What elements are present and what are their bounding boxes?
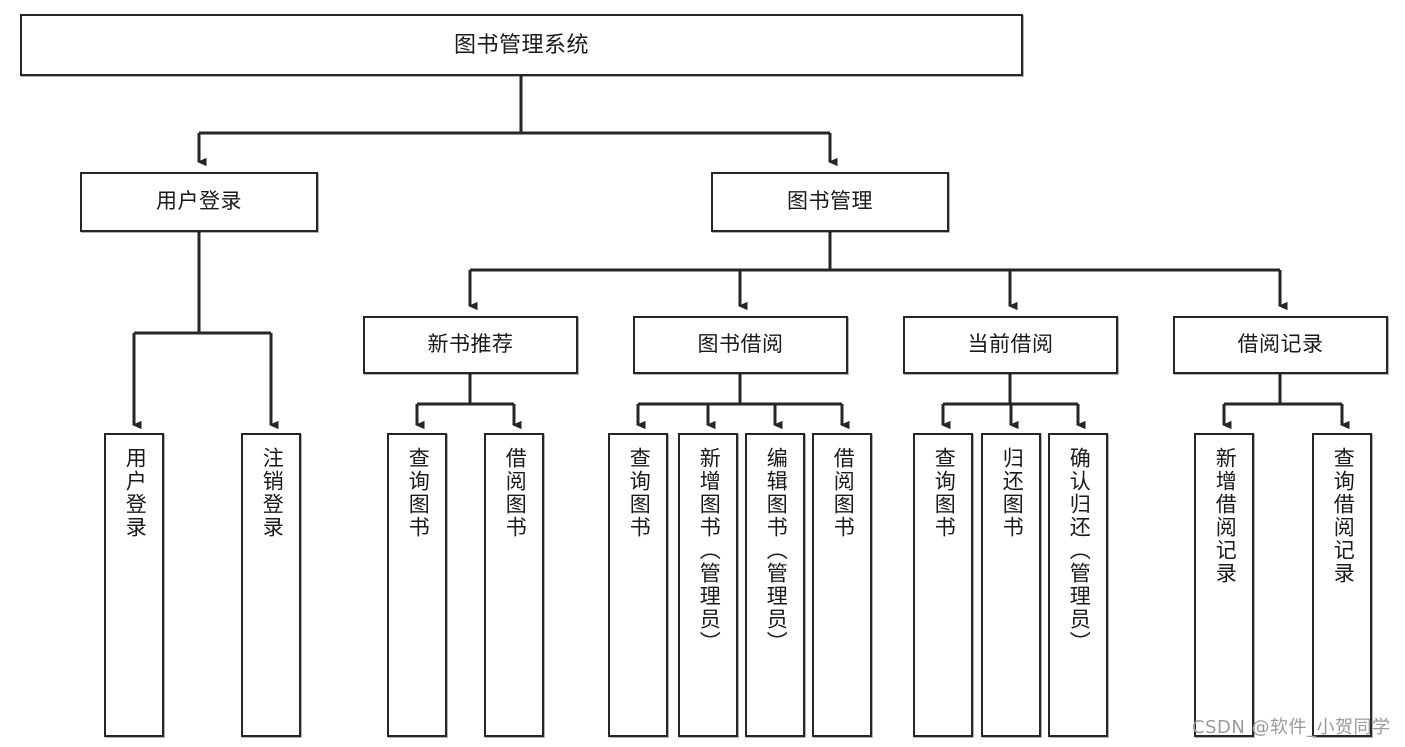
node-label: 查询图书 xyxy=(932,447,956,539)
leaf-user-login-logout[interactable]: 注销登录 xyxy=(241,433,301,737)
leaf-borrow-edit-book-admin[interactable]: 编辑图书（管理员） xyxy=(745,433,805,737)
leaf-borrow-query-books[interactable]: 查询图书 xyxy=(608,433,668,737)
leaf-current-return-books[interactable]: 归还图书 xyxy=(981,433,1041,737)
leaf-records-add-record[interactable]: 新增借阅记录 xyxy=(1194,433,1254,737)
node-label: 确认归还（管理员） xyxy=(1067,447,1091,654)
leaf-borrow-borrow-books[interactable]: 借阅图书 xyxy=(812,433,872,737)
leaf-current-query-books[interactable]: 查询图书 xyxy=(913,433,973,737)
node-label: 图书管理系统 xyxy=(453,32,589,58)
leaf-new-book-query-books[interactable]: 查询图书 xyxy=(387,433,447,737)
node-label: 图书借阅 xyxy=(697,332,784,356)
node-label: 用户登录 xyxy=(123,447,147,539)
node-label: 用户登录 xyxy=(156,189,242,213)
node-label: 图书管理 xyxy=(787,189,873,213)
node-new-book-recommendation[interactable]: 新书推荐 xyxy=(363,316,578,374)
node-label: 新增图书（管理员） xyxy=(697,447,721,654)
node-label: 当前借阅 xyxy=(967,332,1054,356)
node-book-management[interactable]: 图书管理 xyxy=(711,172,949,232)
node-label: 借阅图书 xyxy=(503,447,527,539)
node-root-book-management-system[interactable]: 图书管理系统 xyxy=(20,14,1023,76)
node-label: 借阅图书 xyxy=(831,447,855,539)
node-borrowing-records[interactable]: 借阅记录 xyxy=(1173,316,1388,374)
leaf-records-query-record[interactable]: 查询借阅记录 xyxy=(1312,433,1372,737)
node-label: 查询图书 xyxy=(406,447,430,539)
csdn-watermark: CSDN @软件_小贺同学 xyxy=(1192,717,1391,738)
node-label: 新书推荐 xyxy=(427,332,514,356)
node-label: 查询图书 xyxy=(627,447,651,539)
node-current-borrowing[interactable]: 当前借阅 xyxy=(903,316,1118,374)
leaf-current-confirm-return-admin[interactable]: 确认归还（管理员） xyxy=(1048,433,1108,737)
leaf-user-login-login[interactable]: 用户登录 xyxy=(104,433,164,737)
node-label: 编辑图书（管理员） xyxy=(764,447,788,654)
node-book-borrowing[interactable]: 图书借阅 xyxy=(633,316,848,374)
node-label: 注销登录 xyxy=(260,447,284,539)
node-user-login[interactable]: 用户登录 xyxy=(80,172,318,232)
leaf-borrow-add-book-admin[interactable]: 新增图书（管理员） xyxy=(678,433,738,737)
node-label: 归还图书 xyxy=(1000,447,1024,539)
node-label: 借阅记录 xyxy=(1237,332,1324,356)
leaf-new-book-borrow-books[interactable]: 借阅图书 xyxy=(484,433,544,737)
node-label: 新增借阅记录 xyxy=(1213,447,1237,585)
node-label: 查询借阅记录 xyxy=(1331,447,1355,585)
